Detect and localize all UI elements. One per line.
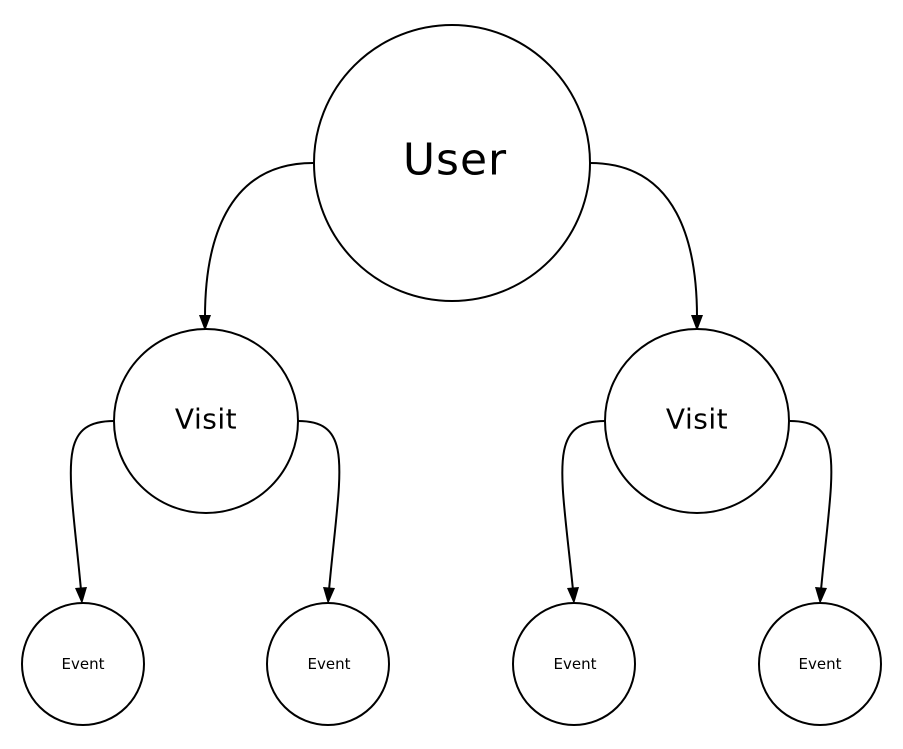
node-event-2-label: Event	[308, 655, 351, 673]
node-event-4-label: Event	[799, 655, 842, 673]
node-visit-right-label: Visit	[666, 403, 728, 436]
edge-visit-right-to-event-4	[789, 420, 833, 591]
node-event-3: Event	[512, 602, 636, 726]
node-event-2: Event	[266, 602, 390, 726]
edge-user-to-visit-right	[589, 162, 698, 318]
node-event-3-circle	[512, 602, 636, 726]
edge-visit-left-to-event-1	[69, 420, 115, 591]
node-visit-left: Visit	[113, 328, 299, 514]
arrowhead-event-3	[567, 587, 579, 604]
node-event-4: Event	[758, 602, 882, 726]
arrowhead-event-1	[75, 587, 87, 604]
node-visit-right-circle	[604, 328, 790, 514]
node-event-2-circle	[266, 602, 390, 726]
arrowhead-event-4	[815, 587, 827, 604]
node-user-label: User	[403, 135, 507, 186]
edge-visit-left-to-event-2	[297, 420, 341, 591]
node-visit-left-label: Visit	[175, 403, 237, 436]
node-event-1-label: Event	[62, 655, 105, 673]
edge-user-to-visit-left	[204, 162, 314, 318]
node-user-circle	[313, 24, 591, 302]
node-visit-left-circle	[113, 328, 299, 514]
node-event-1: Event	[21, 602, 145, 726]
node-event-1-circle	[21, 602, 145, 726]
node-visit-right: Visit	[604, 328, 790, 514]
node-user: User	[313, 24, 591, 302]
edge-visit-right-to-event-3	[561, 420, 606, 591]
node-event-3-label: Event	[554, 655, 597, 673]
arrowhead-visit-left	[199, 315, 211, 331]
arrowhead-event-2	[323, 587, 335, 604]
arrowhead-visit-right	[691, 315, 703, 331]
node-event-4-circle	[758, 602, 882, 726]
